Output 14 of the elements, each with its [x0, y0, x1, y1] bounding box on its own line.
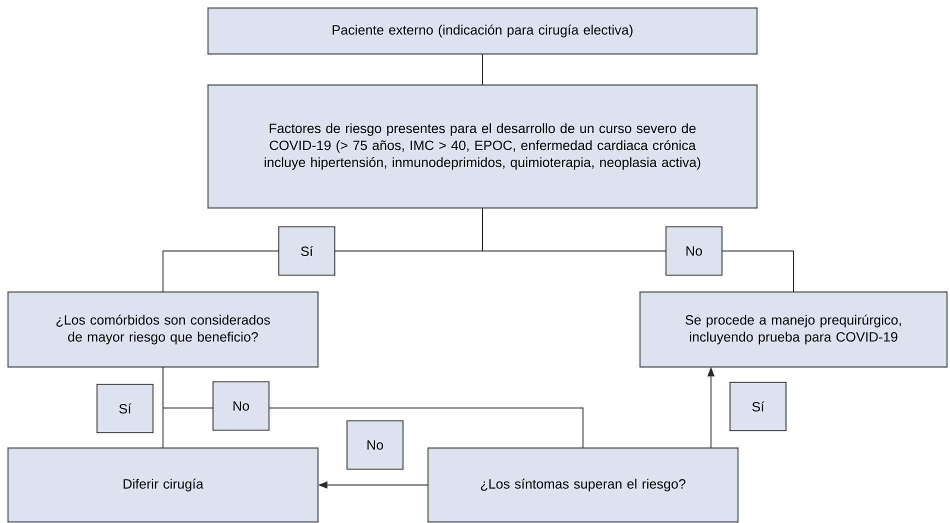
edge-label: No: [346, 420, 404, 470]
edge-label: Sí: [730, 382, 786, 432]
process-box: Paciente externo (indicación para cirugía electiva): [208, 8, 758, 54]
connector: [162, 366, 584, 448]
edge-label: No: [212, 381, 270, 431]
process-box: ¿Los síntomas superan el riesgo?: [428, 448, 738, 522]
process-box: Se procede a manejo prequirúrgico, incluyendo prueba para COVID-19: [640, 292, 948, 368]
edge-label: Sí: [96, 384, 154, 434]
edge-label: No: [666, 226, 722, 276]
process-box: Factores de riesgo presentes para el desarrollo de un curso severo de COVID-19 (> 75 años, IMC > 40, EPOC, enfermedad cardiaca crónica incluye hipertensión, inmunodeprimidos, quimioterapia, neoplasia activa): [208, 84, 758, 208]
process-box: ¿Los comórbidos son considerados de mayor riesgo que beneficio?: [8, 292, 318, 368]
edge-label: Sí: [278, 226, 336, 276]
connector: [482, 54, 483, 86]
process-box: Diferir cirugía: [8, 448, 318, 522]
